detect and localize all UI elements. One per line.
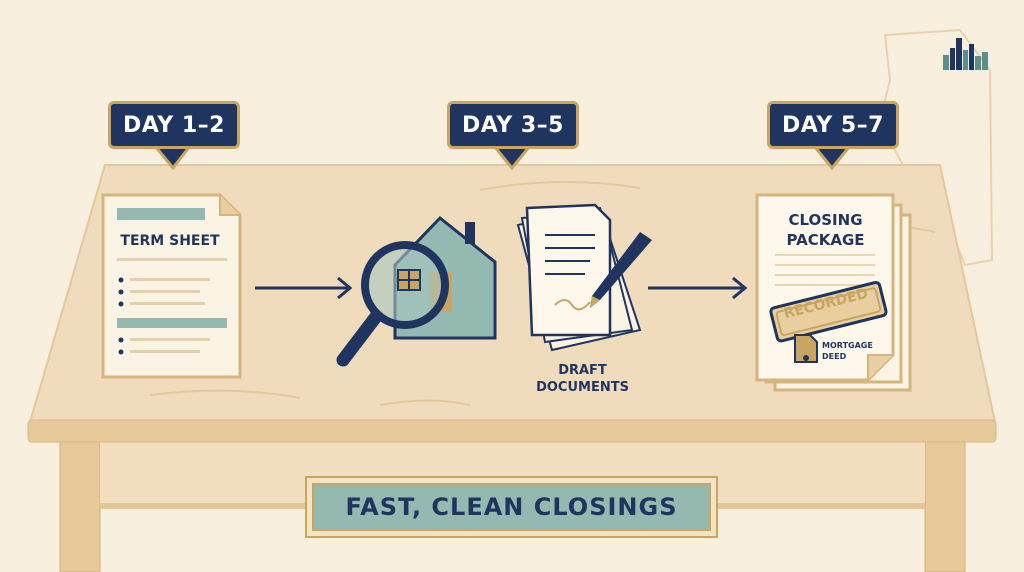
draft-documents-icon — [516, 203, 652, 352]
arrow-right-icon — [648, 276, 748, 300]
city-skyline-icon — [943, 38, 988, 70]
banner-text: FAST, CLEAN CLOSINGS — [312, 483, 711, 531]
closing-package-title: CLOSING PACKAGE — [786, 211, 865, 249]
arrow-right-icon — [255, 276, 353, 300]
closing-package-icon — [755, 193, 912, 392]
banner: FAST, CLEAN CLOSINGS — [305, 476, 718, 538]
day-badge-2: DAY 3–5 — [447, 101, 579, 149]
day-badge-1: DAY 1–2 — [108, 101, 240, 149]
term-sheet-title: TERM SHEET — [120, 233, 220, 249]
table — [27, 164, 997, 572]
draft-documents-label: DRAFT DOCUMENTS — [536, 363, 629, 395]
term-sheet-document-icon — [101, 193, 242, 379]
day-badge-3: DAY 5–7 — [767, 101, 899, 149]
house-inspection-icon — [336, 215, 497, 367]
mortgage-deed-label: MORTGAGE DEED — [822, 341, 873, 361]
